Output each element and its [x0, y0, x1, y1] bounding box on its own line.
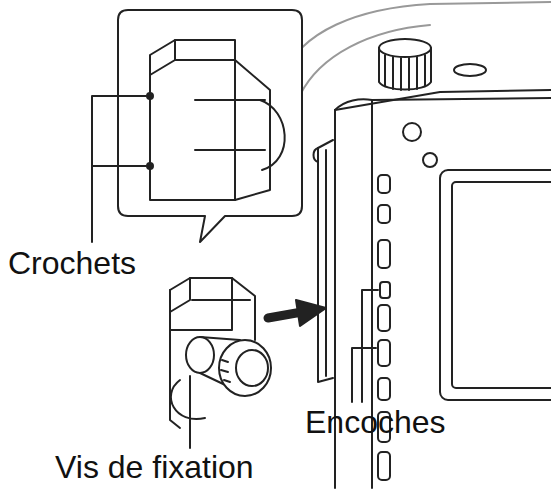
insert-arrow [268, 300, 326, 326]
camera-body [282, 2, 551, 488]
callout-bubble [118, 10, 302, 242]
part-label: Vis de fixation [55, 450, 254, 485]
part-label: Crochets [8, 246, 136, 281]
cable-protector [170, 278, 271, 428]
part-label: Encoches [305, 405, 446, 440]
